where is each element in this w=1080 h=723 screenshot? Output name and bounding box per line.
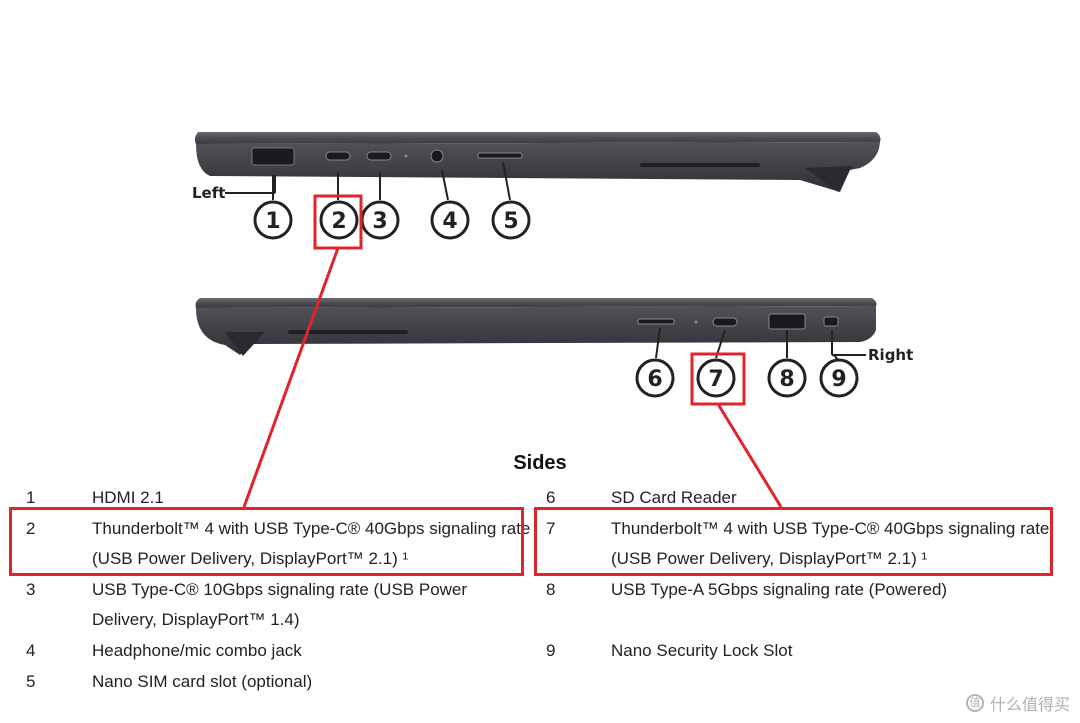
spec-description: Headphone/mic combo jack: [92, 641, 302, 660]
thunderbolt-port-icon: [712, 317, 738, 327]
spec-number: 2: [26, 519, 36, 538]
connector-line-7: [716, 403, 783, 508]
callout-5: 5: [491, 200, 531, 240]
watermark-text: 什么值得买: [989, 697, 1070, 714]
spec-description: HDMI 2.1: [92, 488, 164, 507]
callout-label: 2: [331, 209, 346, 234]
spec-description: SD Card Reader: [611, 488, 737, 507]
spec-number: 7: [546, 519, 556, 538]
callout-label: 4: [442, 209, 457, 234]
callout-9: 9: [819, 358, 859, 398]
watermark-logo-icon: 值: [965, 694, 984, 712]
callout-6: 6: [635, 358, 675, 398]
thunderbolt-port-icon: [325, 151, 351, 161]
callout-label: 6: [647, 367, 662, 392]
watermark: 值 什么值得买: [965, 691, 1070, 715]
left-side-label: Left: [192, 184, 226, 202]
spec-number: 8: [546, 580, 556, 599]
laptop-left-side: [194, 132, 881, 201]
spec-description: USB Type-A 5Gbps signaling rate (Powered…: [611, 580, 948, 599]
spec-description-cont: (USB Power Delivery, DisplayPort™ 2.1) ¹: [611, 549, 928, 568]
callout-8: 8: [767, 358, 807, 398]
callout-label: 5: [503, 209, 518, 234]
usb-a-port-icon: [768, 313, 806, 330]
callout-label: 9: [831, 367, 846, 392]
usb-c-port-icon: [366, 151, 392, 161]
sd-card-slot-icon: [637, 318, 675, 325]
spec-number: 5: [26, 672, 36, 691]
callout-3: 3: [360, 200, 400, 240]
spec-description: USB Type-C® 10Gbps signaling rate (USB P…: [92, 580, 468, 599]
callout-label: 8: [779, 367, 794, 392]
spec-description: Thunderbolt™ 4 with USB Type-C® 40Gbps s…: [611, 519, 1050, 538]
laptop-right-side: [195, 298, 877, 361]
spec-description: Thunderbolt™ 4 with USB Type-C® 40Gbps s…: [92, 519, 531, 538]
spec-number: 6: [546, 488, 556, 507]
callout-label: 7: [708, 367, 723, 392]
spec-number: 9: [546, 641, 556, 660]
highlight-spec-7: [534, 507, 1053, 576]
callout-2: 2: [319, 200, 359, 240]
connector-line-2: [242, 247, 340, 508]
sim-slot-icon: [477, 152, 523, 159]
callout-7: 7: [696, 358, 736, 398]
callout-4: 4: [430, 200, 470, 240]
callout-label: 1: [265, 209, 280, 234]
spec-number: 1: [26, 488, 36, 507]
spec-description-cont: (USB Power Delivery, DisplayPort™ 2.1) ¹: [92, 549, 409, 568]
spec-number: 4: [26, 641, 36, 660]
right-side-label: Right: [868, 346, 914, 364]
spec-description: Nano SIM card slot (optional): [92, 672, 313, 691]
lock-slot-icon: [823, 316, 839, 327]
headphone-jack-icon: [430, 149, 444, 163]
callout-1: 1: [253, 200, 293, 240]
section-title: Sides: [513, 452, 567, 474]
hdmi-port-icon: [251, 147, 295, 166]
spec-description: Nano Security Lock Slot: [611, 641, 793, 660]
callout-label: 3: [372, 209, 387, 234]
spec-number: 3: [26, 580, 36, 599]
spec-description-cont: Delivery, DisplayPort™ 1.4): [92, 610, 300, 629]
highlight-spec-2: [9, 507, 524, 576]
